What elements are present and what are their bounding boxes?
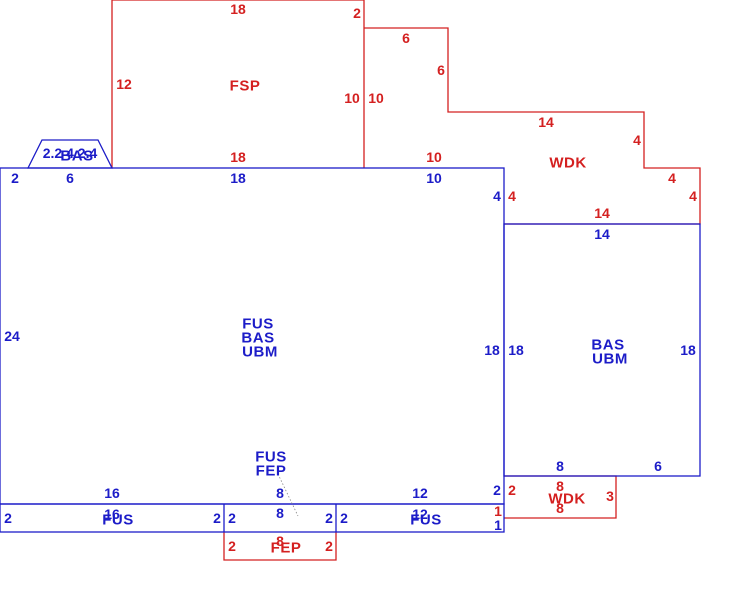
fep-leader-line bbox=[277, 473, 299, 517]
dim-label: 6 bbox=[402, 30, 410, 46]
dim-label: 2 bbox=[493, 482, 501, 498]
dim-label: 8 bbox=[556, 500, 564, 516]
dim-label: 10 bbox=[426, 149, 442, 165]
bas-small-label: BAS bbox=[60, 148, 93, 165]
fus-strip-right-label: FUS bbox=[410, 512, 442, 529]
dim-label: 6 bbox=[437, 62, 445, 78]
dim-label: 18 bbox=[230, 170, 246, 186]
fep-outline bbox=[223, 532, 337, 561]
dim-label: 2 bbox=[228, 538, 236, 554]
dim-label: 4 bbox=[493, 188, 501, 204]
dim-label: 8 bbox=[276, 533, 284, 549]
dim-label: 10 bbox=[368, 90, 384, 106]
dim-label: 18 bbox=[230, 149, 246, 165]
dim-label: 2.2 4 2.4 bbox=[43, 145, 98, 161]
dim-label: 2 bbox=[340, 510, 348, 526]
dim-label: 3 bbox=[606, 488, 614, 504]
dim-label: 4 bbox=[508, 188, 516, 204]
dim-label: 2 bbox=[508, 482, 516, 498]
dim-label: 2 bbox=[4, 510, 12, 526]
wdk-lower-label: WDK bbox=[548, 491, 585, 508]
dim-label: 18 bbox=[484, 342, 500, 358]
dim-label: 4 bbox=[633, 132, 641, 148]
dim-label: 6 bbox=[66, 170, 74, 186]
dim-label: 24 bbox=[4, 328, 20, 344]
fsp-outline bbox=[111, 0, 365, 168]
fus-strip-left-label: FUS bbox=[102, 512, 134, 529]
dim-label: 12 bbox=[412, 506, 428, 522]
main-label-bas: BAS bbox=[241, 330, 274, 347]
right-label-ubm: UBM bbox=[592, 351, 628, 368]
dim-label: 14 bbox=[594, 226, 610, 242]
dim-label: 10 bbox=[426, 170, 442, 186]
wdk-upper-outline bbox=[364, 27, 701, 225]
dim-label: 18 bbox=[680, 342, 696, 358]
dim-label: 10 bbox=[344, 90, 360, 106]
dim-label: 8 bbox=[276, 505, 284, 521]
dim-label: 6 bbox=[654, 458, 662, 474]
dim-label: 16 bbox=[104, 506, 120, 522]
dim-label: 2 bbox=[11, 170, 19, 186]
dim-label: 1 bbox=[494, 503, 502, 519]
right-label-bas: BAS bbox=[591, 337, 624, 354]
dim-label: 18 bbox=[230, 1, 246, 17]
dim-label: 8 bbox=[556, 478, 564, 494]
right-area-outline bbox=[503, 223, 701, 477]
dim-label: 16 bbox=[104, 485, 120, 501]
fep-label: FEP bbox=[271, 540, 302, 557]
dim-label: 2 bbox=[228, 510, 236, 526]
fus-fep-label-fus: FUS bbox=[255, 449, 287, 466]
dim-label: 8 bbox=[276, 485, 284, 501]
dim-label: 2 bbox=[325, 538, 333, 554]
main-label-ubm: UBM bbox=[242, 344, 278, 361]
fus-strip-outline bbox=[0, 503, 505, 533]
wdk-upper-label: WDK bbox=[549, 155, 586, 172]
fsp-label: FSP bbox=[230, 78, 261, 95]
dim-label: 4 bbox=[689, 188, 697, 204]
fus-fep-label-fep: FEP bbox=[256, 463, 287, 480]
dim-label: 14 bbox=[594, 205, 610, 221]
dim-label: 2 bbox=[325, 510, 333, 526]
dim-label: 8 bbox=[556, 458, 564, 474]
dim-label: 18 bbox=[508, 342, 524, 358]
main-label-fus: FUS bbox=[242, 316, 274, 333]
dim-label: 1 bbox=[494, 517, 502, 533]
dim-label: 12 bbox=[116, 76, 132, 92]
dim-label: 12 bbox=[412, 485, 428, 501]
dim-label: 14 bbox=[538, 114, 554, 130]
dim-label: 2 bbox=[353, 5, 361, 21]
dim-label: 4 bbox=[668, 170, 676, 186]
dim-label: 2 bbox=[213, 510, 221, 526]
